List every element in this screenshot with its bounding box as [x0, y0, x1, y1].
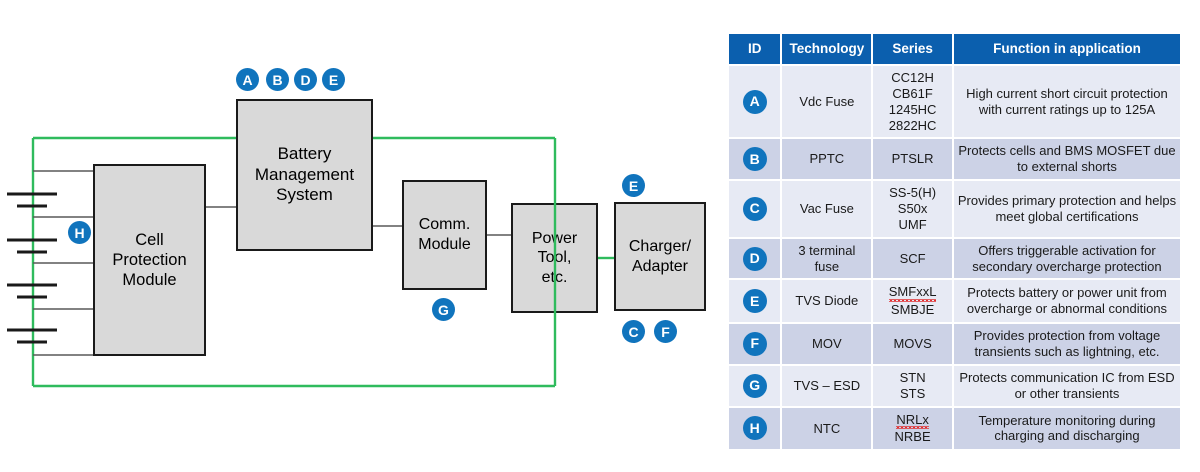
cell-technology: 3 terminal fuse [782, 238, 872, 279]
series-value: 2822HC [888, 117, 937, 133]
callout-badge-f-charger[interactable]: F [654, 320, 677, 343]
cell-function: Offers triggerable activation for second… [953, 238, 1180, 279]
cell-id: G [729, 365, 781, 406]
column-header-function: Function in application [953, 34, 1180, 64]
callout-badge-a-bms[interactable]: A [236, 68, 259, 91]
series-value: MOVS [893, 336, 932, 352]
series-value: SMFxxL [888, 284, 937, 302]
cell-id: H [729, 407, 781, 450]
cell-id: C [729, 181, 781, 237]
cell-function: Provides primary protection and helps me… [953, 181, 1180, 237]
series-value: UMF [898, 216, 927, 232]
id-badge-d: D [742, 246, 767, 271]
cell-function: High current short circuit protection wi… [953, 66, 1180, 138]
cell-series: MOVS [873, 324, 952, 364]
cell-function: Protects communication IC from ESD or ot… [953, 365, 1180, 406]
block-charger-adapter[interactable]: Charger/Adapter [614, 202, 706, 311]
series-value: CB61F [892, 85, 933, 101]
series-value: SMBJE [890, 302, 935, 318]
cell-function: Provides protection from voltage transie… [953, 324, 1180, 364]
power-loop-through-tool [553, 203, 557, 313]
callout-badge-g-comm[interactable]: G [432, 298, 455, 321]
cell-id: F [729, 324, 781, 364]
series-value: 1245HC [888, 101, 937, 117]
series-value: NRLx [896, 411, 929, 430]
cell-function: Temperature monitoring during charging a… [953, 407, 1180, 450]
id-badge-f: F [742, 332, 767, 357]
series-value: SS-5(H) [889, 185, 937, 201]
id-badge-a: A [742, 89, 767, 114]
cell-id: A [729, 66, 781, 138]
series-value: S50x [897, 201, 928, 217]
series-value: CC12H [891, 70, 934, 85]
series-value: NRBE [894, 429, 931, 445]
block-label-charger-adapter: Charger/Adapter [628, 237, 692, 275]
cell-technology: TVS – ESD [782, 365, 872, 406]
cell-id: E [729, 280, 781, 323]
table-header-row: ID Technology Series Function in applica… [729, 34, 1180, 64]
callout-badge-e-charger[interactable]: E [622, 174, 645, 197]
callout-badge-d-bms[interactable]: D [294, 68, 317, 91]
callout-badge-b-bms[interactable]: B [266, 68, 289, 91]
table-row: F MOV MOVS Provides protection from voltage… [729, 324, 1180, 364]
id-badge-c: C [742, 196, 767, 221]
block-label-comm-module: Comm.Module [418, 216, 471, 253]
column-header-technology: Technology [782, 34, 872, 64]
cell-series: PTSLR [873, 139, 952, 180]
cell-technology: NTC [782, 407, 872, 450]
cell-id: B [729, 139, 781, 180]
cell-function: Protects battery or power unit from over… [953, 280, 1180, 323]
cell-technology: Vac Fuse [782, 181, 872, 237]
id-badge-g: G [742, 373, 767, 398]
cell-series: SCF [873, 238, 952, 279]
callout-badge-c-charger[interactable]: C [622, 320, 645, 343]
table-row: B PPTC PTSLR Protects cells and BMS MOSFET … [729, 139, 1180, 180]
diagram-wiring [7, 136, 614, 388]
table-row: D 3 terminal fuse SCF Offers triggerable ac… [729, 238, 1180, 279]
cell-technology: Vdc Fuse [782, 66, 872, 138]
block-comm-module[interactable]: Comm.Module [402, 180, 487, 290]
series-value: SCF [899, 250, 926, 266]
cell-id: D [729, 238, 781, 279]
signal-wires [206, 206, 511, 236]
id-badge-h: H [742, 416, 767, 441]
series-value: PTSLR [891, 151, 934, 167]
column-header-series: Series [873, 34, 952, 64]
cell-function: Protects cells and BMS MOSFET due to ext… [953, 139, 1180, 180]
cell-technology: MOV [782, 324, 872, 364]
cell-tap-wires [33, 170, 93, 356]
series-value: STS [899, 385, 926, 401]
callout-badge-e-bms[interactable]: E [322, 68, 345, 91]
cell-technology: TVS Diode [782, 280, 872, 323]
cell-technology: PPTC [782, 139, 872, 180]
component-spec-table: ID Technology Series Function in applica… [727, 32, 1182, 451]
series-value: STN [899, 369, 926, 385]
column-header-id: ID [729, 34, 781, 64]
id-badge-b: B [742, 147, 767, 172]
callout-badge-h-cells[interactable]: H [68, 221, 91, 244]
battery-cells [7, 192, 57, 344]
id-badge-e: E [742, 289, 767, 314]
